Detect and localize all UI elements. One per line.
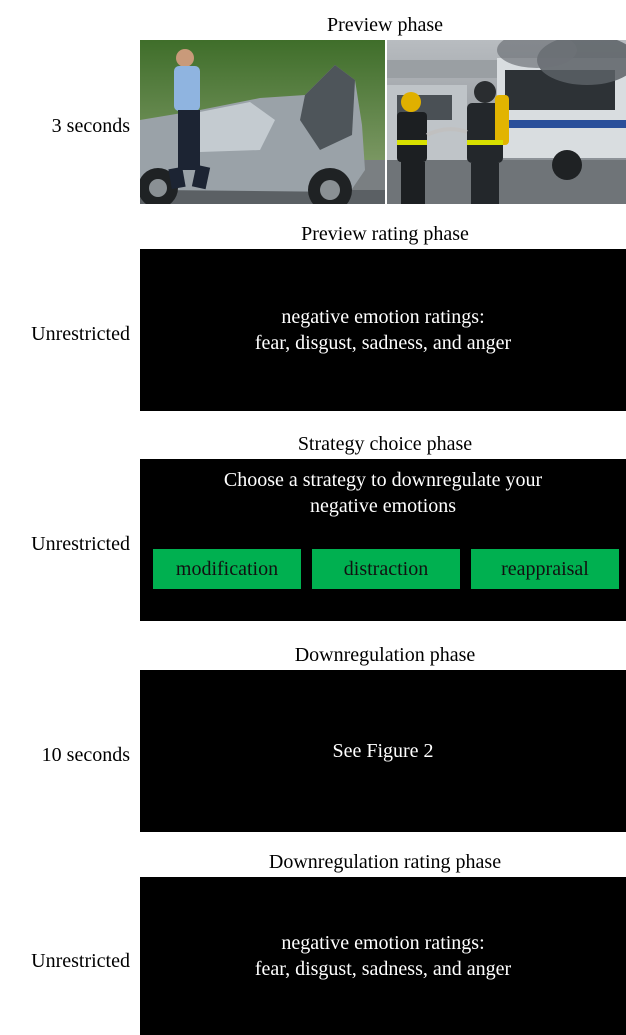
preview-rating-phase-duration: Unrestricted	[31, 323, 130, 345]
rating-prompt-line-1: negative emotion ratings:	[281, 306, 485, 328]
see-figure-text: See Figure 2	[332, 740, 434, 762]
strategy-choice-phase-duration: Unrestricted	[31, 533, 130, 555]
preview-rating-phase-title: Preview rating phase	[301, 223, 469, 245]
car-crash-photo	[140, 40, 385, 204]
downregulation-phase-duration: 10 seconds	[41, 744, 130, 766]
bus-fire-firefighters-photo	[387, 40, 626, 204]
strategy-choice-phase-title: Strategy choice phase	[297, 433, 473, 455]
strategy-prompt-line-1: Choose a strategy to downregulate your	[223, 469, 543, 491]
downregulation-rating-phase-title: Downregulation rating phase	[268, 851, 502, 873]
strategy-prompt: Choose a strategy to downregulate your n…	[140, 467, 626, 519]
preview-rating-screen: negative emotion ratings: fear, disgust,…	[140, 249, 626, 411]
rating-prompt-line-2: fear, disgust, sadness, and anger	[254, 332, 512, 354]
rating-prompt-line-1: negative emotion ratings:	[281, 932, 485, 954]
strategy-prompt-line-2: negative emotions	[309, 495, 457, 517]
preview-phase-duration: 3 seconds	[51, 115, 130, 137]
strategy-choice-screen: Choose a strategy to downregulate your n…	[140, 459, 626, 621]
downregulation-rating-phase-duration: Unrestricted	[31, 950, 130, 972]
downregulation-screen: See Figure 2	[140, 670, 626, 832]
preview-photo-composite	[140, 40, 626, 204]
rating-prompt-line-2: fear, disgust, sadness, and anger	[254, 958, 512, 980]
distraction-option-button[interactable]: distraction	[312, 549, 460, 589]
preview-images	[140, 40, 626, 204]
downregulation-rating-screen: negative emotion ratings: fear, disgust,…	[140, 877, 626, 1035]
reappraisal-option-button[interactable]: reappraisal	[471, 549, 619, 589]
preview-phase-title: Preview phase	[326, 14, 444, 36]
modification-option-button[interactable]: modification	[153, 549, 301, 589]
downregulation-phase-title: Downregulation phase	[294, 644, 476, 666]
